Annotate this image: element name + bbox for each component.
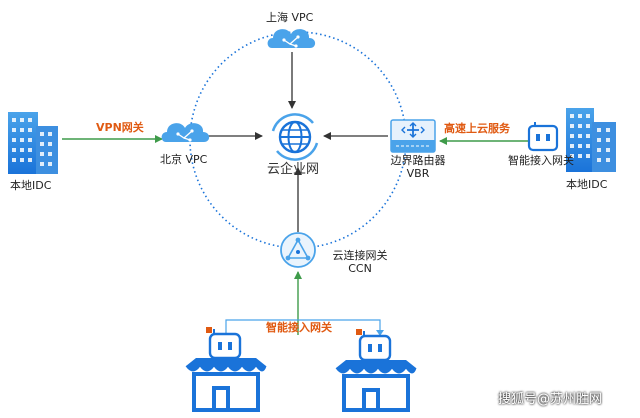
local-idc-left-label: 本地IDC [10, 179, 52, 192]
ccn-gateway-icon [280, 232, 316, 268]
beijing-vpc-label: 北京 VPC [160, 153, 208, 166]
shanghai-vpc-label: 上海 VPC [266, 11, 314, 24]
local-idc-right-label: 本地IDC [566, 178, 608, 191]
cloud-enterprise-network-icon [271, 113, 319, 161]
shanghai-vpc-cloud-icon [267, 29, 316, 49]
border-router-icon [390, 119, 436, 153]
branch-connector [225, 319, 381, 340]
branch-store-left-icon [185, 327, 267, 412]
ccn-label-group: 云连接网关 CCN [332, 249, 388, 275]
local-idc-left-building-icon [8, 112, 58, 174]
ccn-title-label: 云连接网关 [332, 249, 388, 262]
border-router-label: 边界路由器 [390, 154, 446, 167]
beijing-vpc-cloud-icon [161, 123, 210, 142]
branch-store-right-icon [335, 329, 417, 412]
border-router-label-group: 边界路由器 VBR [390, 154, 446, 180]
vpn-gateway-label: VPN网关 [96, 121, 144, 134]
high-speed-cloud-label: 高速上云服务 [444, 122, 510, 135]
smart-gateway-bottom-label: 智能接入网关 [266, 321, 332, 334]
cloud-enterprise-network-label: 云企业网 [267, 162, 320, 177]
ccn-label: CCN [348, 261, 372, 275]
vbr-label: VBR [406, 166, 430, 180]
watermark: 搜狐号@苏州胜网 [498, 392, 603, 407]
smart-gateway-right-icon [527, 122, 559, 152]
smart-gateway-right-label: 智能接入网关 [508, 154, 574, 167]
local-idc-right-building-icon [566, 108, 616, 172]
